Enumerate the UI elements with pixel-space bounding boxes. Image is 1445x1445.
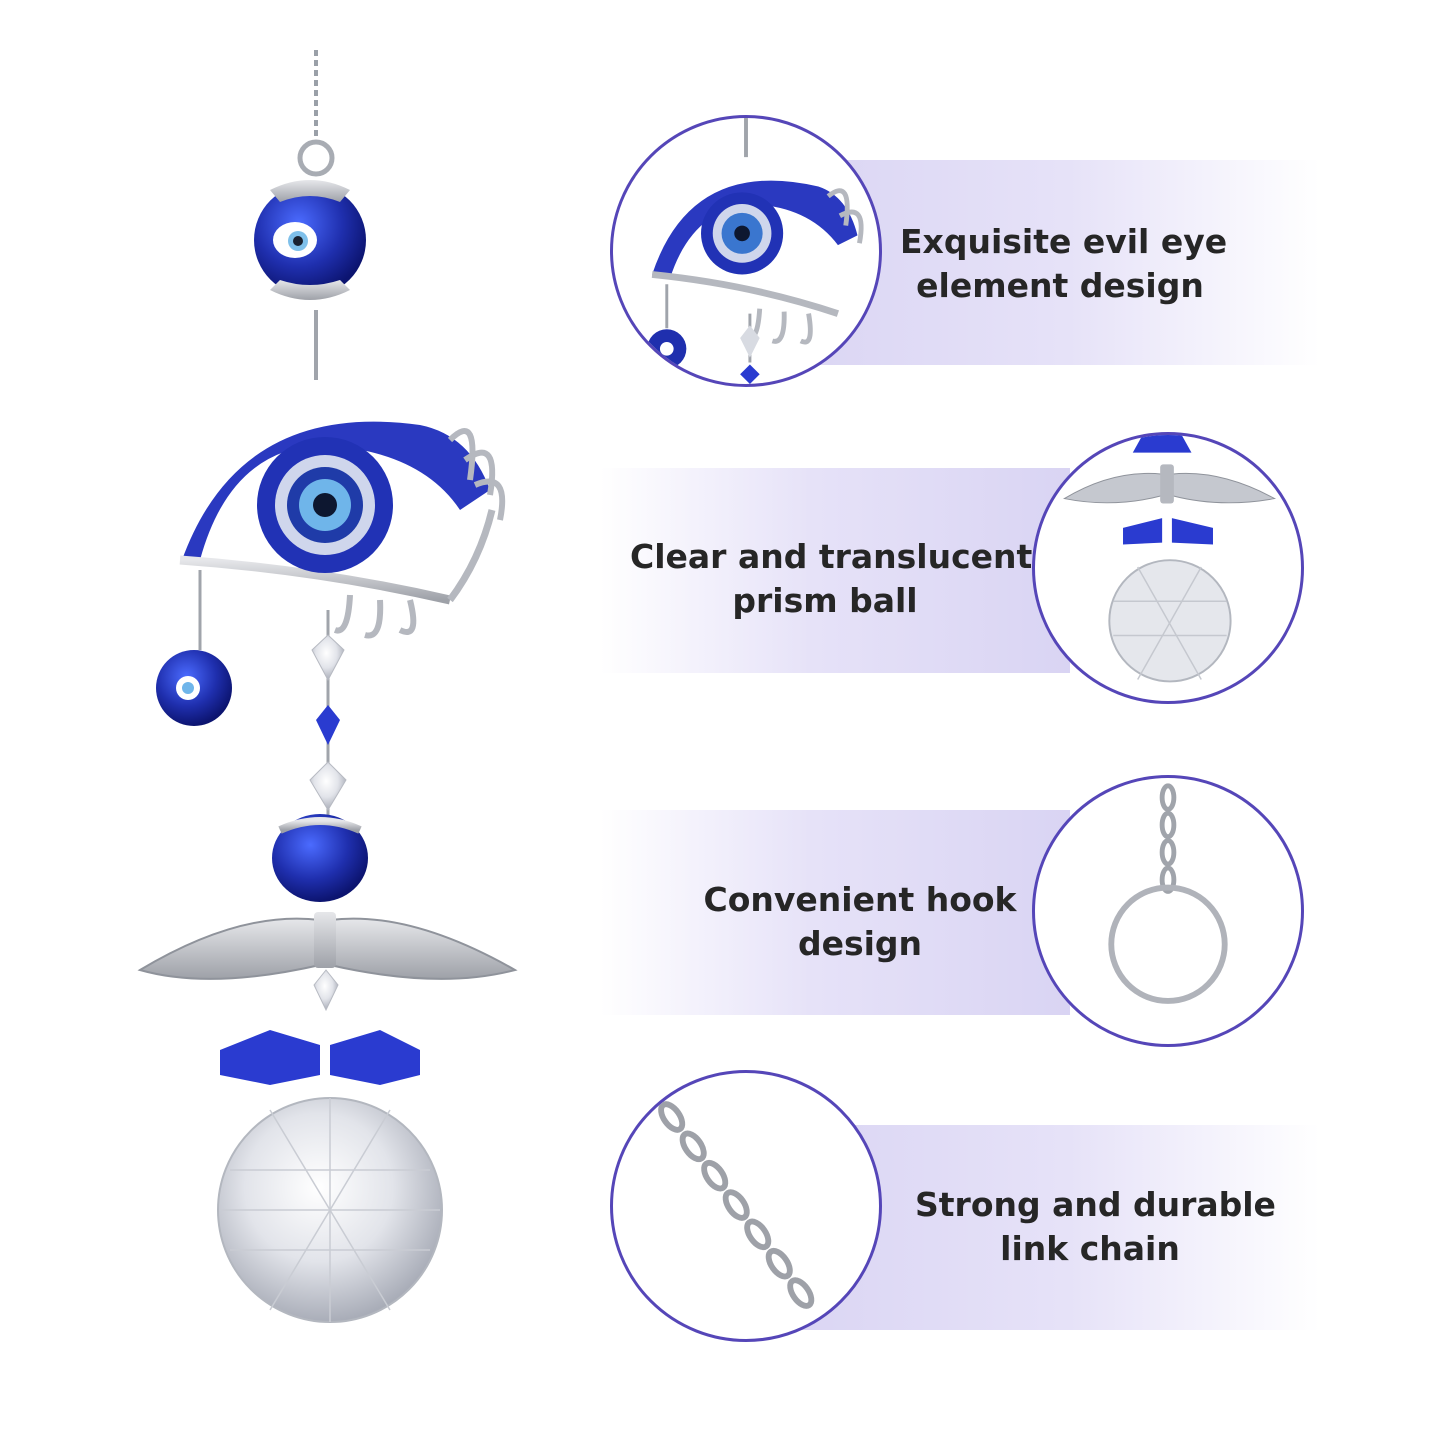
- feature-caption-2-line1: Clear and translucent: [630, 537, 1033, 576]
- feature-caption-3-line2: design: [797, 924, 923, 963]
- feature-circle-2: [1032, 432, 1304, 704]
- prism-ball-closeup-icon: [1063, 435, 1277, 683]
- link-chain-closeup-icon: [658, 1101, 815, 1309]
- feature-caption-2: Clear and translucent prism ball: [630, 535, 1033, 623]
- feature-caption-2-line2: prism ball: [732, 581, 918, 620]
- feature-caption-4-line1: Strong and durable: [915, 1185, 1276, 1224]
- feature-caption-4: Strong and durable link chain: [915, 1183, 1276, 1271]
- suncatcher-product-image: [137, 50, 518, 1323]
- feature-band-3: [600, 810, 1070, 1015]
- feature-circle-4: [610, 1070, 882, 1342]
- feature-caption-4-line2: link chain: [1000, 1229, 1180, 1268]
- feature-caption-1-line1: Exquisite evil eye: [900, 222, 1228, 261]
- key-ring-closeup-icon: [1108, 783, 1228, 1004]
- feature-caption-1: Exquisite evil eye element design: [900, 220, 1228, 308]
- feature-caption-3-line1: Convenient hook: [703, 880, 1017, 919]
- feature-circle-1: [610, 115, 882, 387]
- evil-eye-closeup-icon: [647, 118, 864, 384]
- feature-band-2: [600, 468, 1070, 673]
- feature-caption-3: Convenient hook design: [700, 878, 1020, 966]
- feature-circle-3: [1032, 775, 1304, 1047]
- feature-caption-1-line2: element design: [916, 266, 1204, 305]
